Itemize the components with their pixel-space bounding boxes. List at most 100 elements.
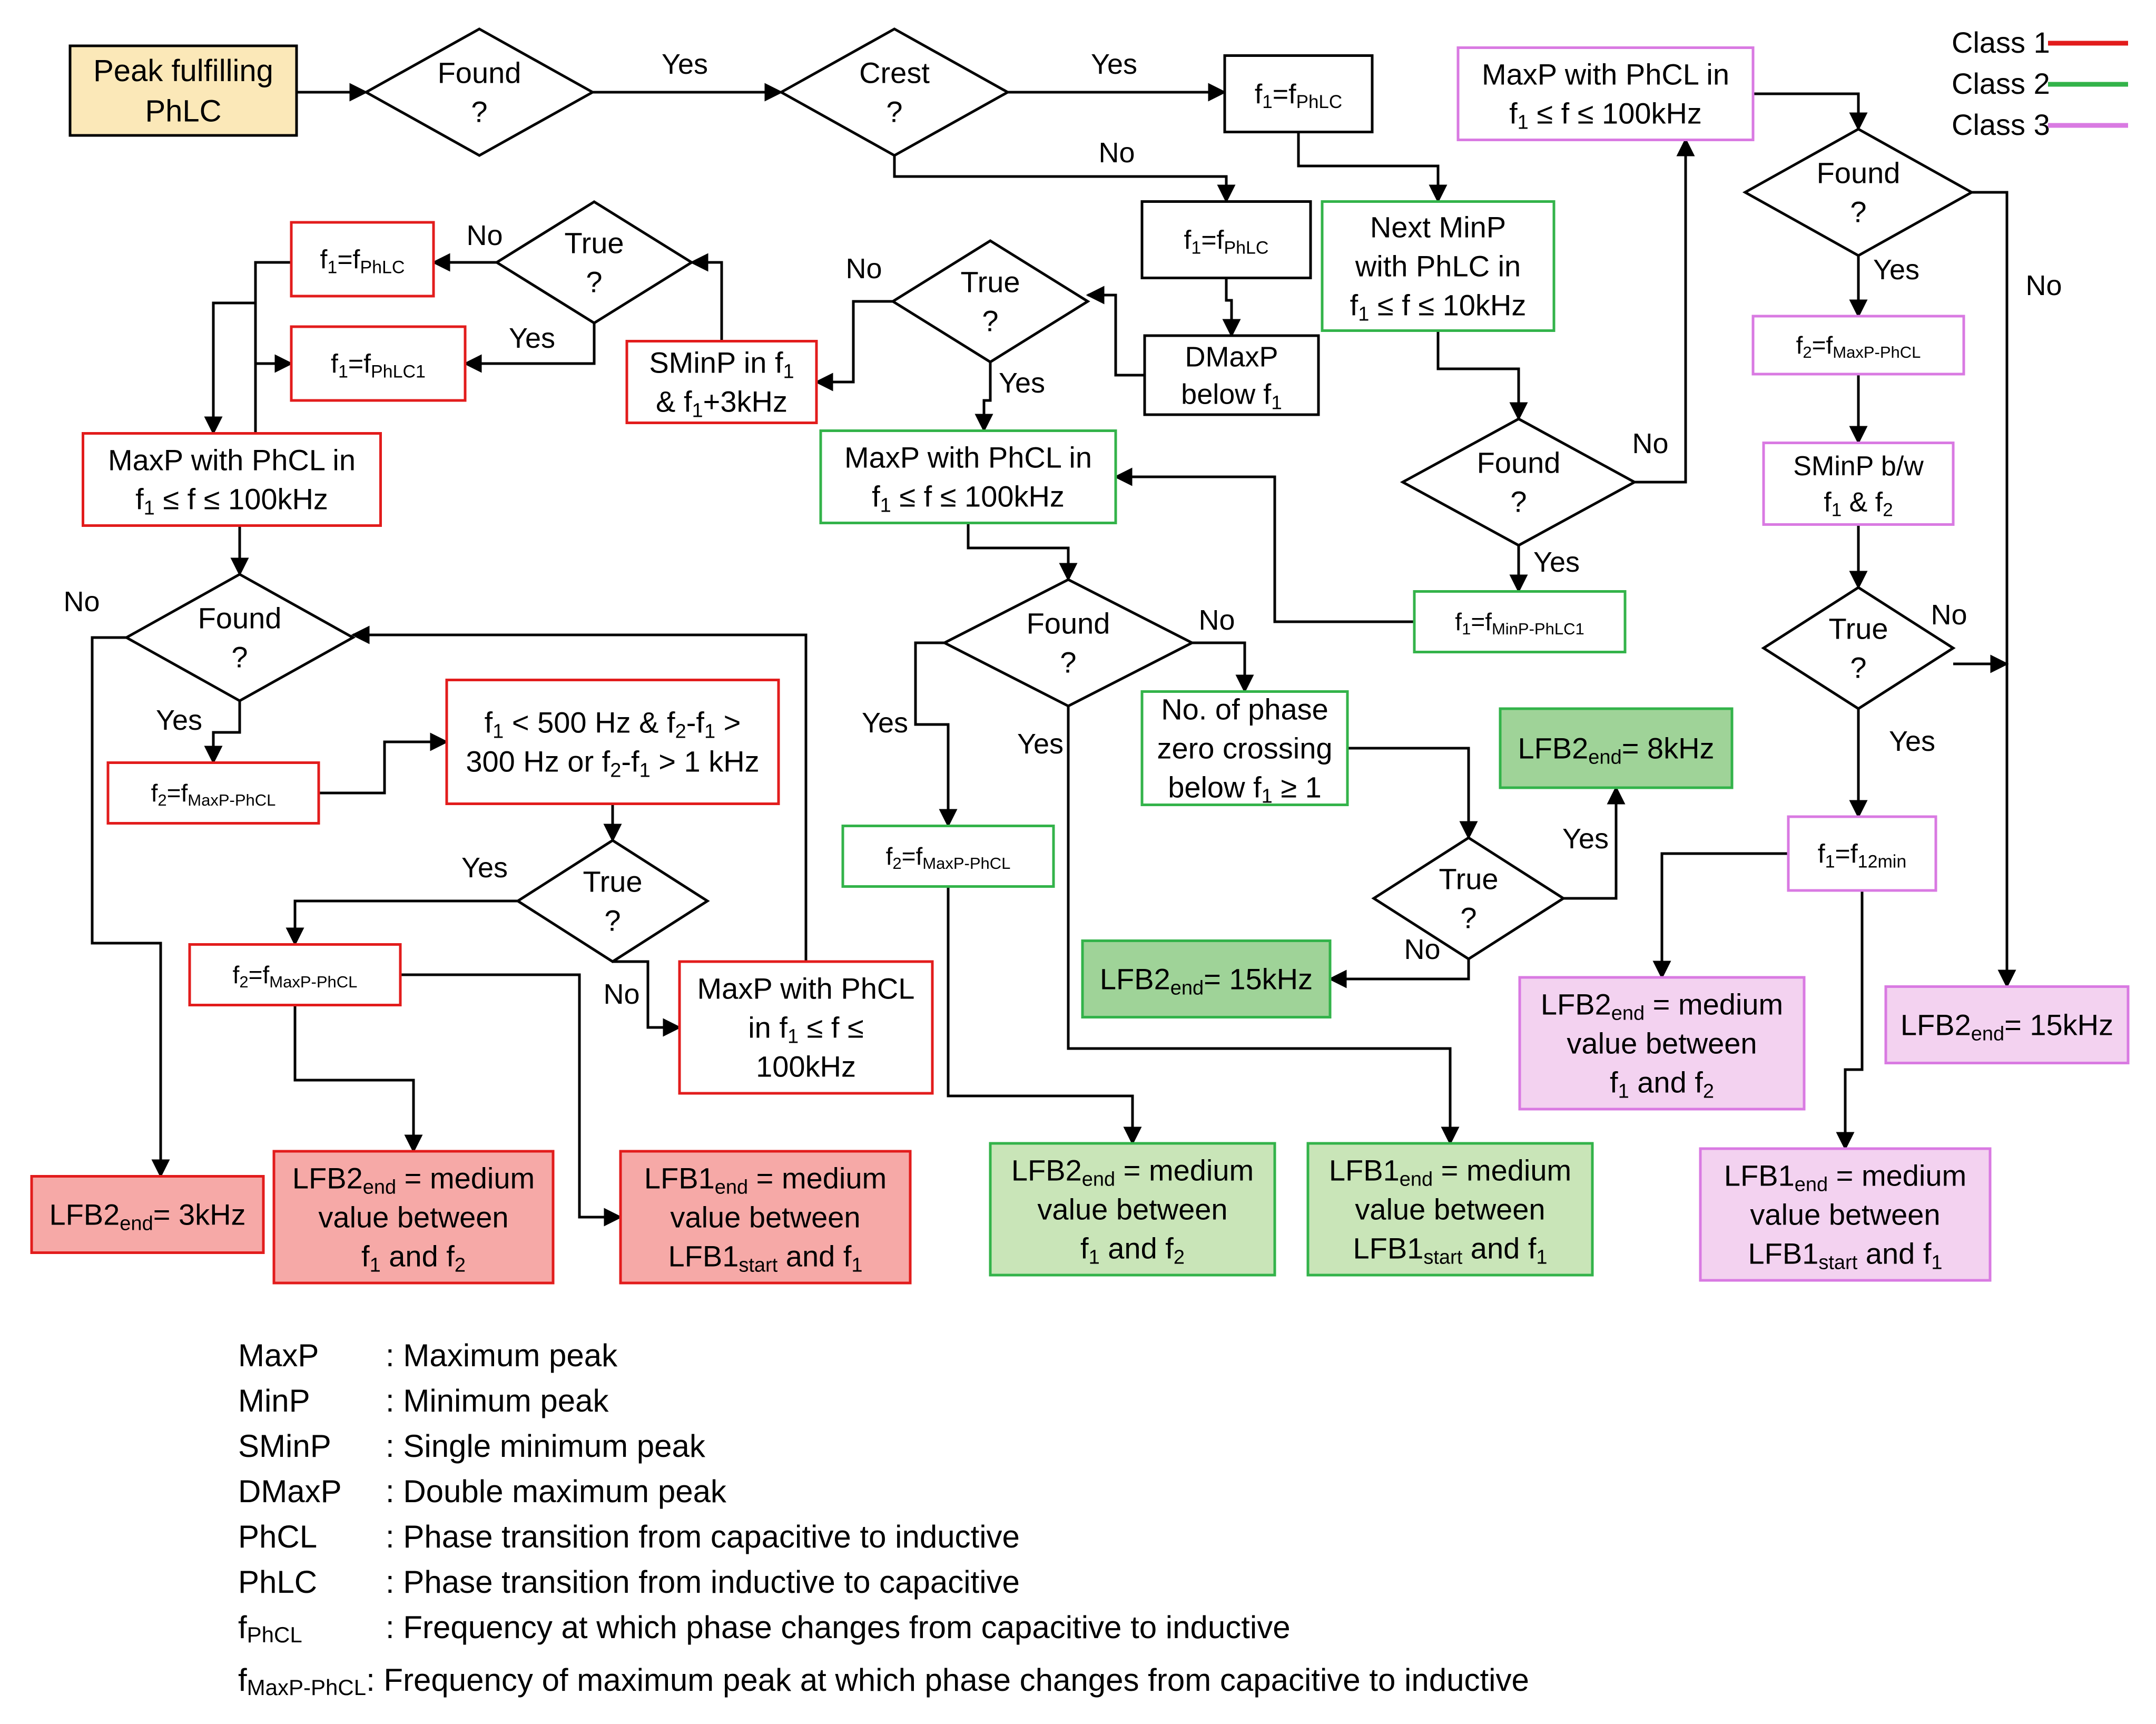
f2-r2-text: f2=fMaxP-PhCL — [233, 961, 358, 991]
true-g-diamond — [1371, 836, 1566, 961]
lfb2-15k-p-text: LFB2end= 15kHz — [1901, 1008, 2113, 1045]
connector-arrow — [1652, 852, 1788, 979]
connector-arrow — [400, 973, 623, 1227]
node-found-g: Found? — [941, 578, 1195, 708]
connector-arrow — [1114, 467, 1414, 623]
found-r-text: Found — [198, 602, 282, 635]
glossary-definition: : Frequency at which phase changes from … — [386, 1610, 1291, 1645]
found-p-text: Found — [1817, 156, 1901, 190]
connector-arrow — [319, 732, 449, 795]
f2-g-box — [841, 825, 1055, 888]
node-found-p: Found? — [1742, 128, 1975, 257]
lfb1-med-r-text: LFB1end = medium — [644, 1162, 887, 1199]
start-box — [68, 44, 298, 137]
maxp-r-text: f1 ≤ f ≤ 100kHz — [135, 483, 328, 520]
glossary-row: MinP: Minimum peak — [238, 1378, 1529, 1424]
connector-arrow — [463, 323, 596, 373]
f2-g-text: f2=fMaxP-PhCL — [886, 843, 1011, 873]
edge-label-yes: Yes — [509, 322, 555, 354]
edge-label-yes: Yes — [1562, 823, 1609, 855]
f2-r1-box — [106, 761, 320, 825]
node-f1-12min: f1=f12min — [1787, 815, 1937, 892]
crest-diamond — [778, 27, 1011, 157]
found-minp-diamond — [1400, 417, 1638, 547]
node-f2-p: f2=fMaxP-PhCL — [1751, 315, 1965, 376]
edge-label-no: No — [845, 253, 882, 285]
phase-zero-text: zero crossing — [1157, 732, 1332, 765]
lfb2-med-r-text: f1 and f2 — [361, 1240, 466, 1277]
glossary-term: fMaxP-PhCL — [238, 1662, 367, 1700]
f2-r1-text: f2=fMaxP-PhCL — [151, 779, 276, 809]
connector-arrow — [1347, 747, 1478, 840]
cond-r-box — [445, 679, 780, 805]
lfb1-med-r-box — [619, 1150, 912, 1285]
lfb2-15k-g-box — [1081, 939, 1332, 1018]
sminp-p-text: SMinP b/w — [1793, 451, 1924, 482]
lfb2-med-g-text: LFB2end = medium — [1011, 1154, 1254, 1191]
node-found-start: Found? — [363, 27, 596, 157]
node-f2-g: f2=fMaxP-PhCL — [841, 825, 1055, 888]
found-minp-text: ? — [1510, 485, 1527, 518]
edge-label-yes: Yes — [662, 48, 708, 80]
glossary-definition: : Frequency of maximum peak at which pha… — [366, 1662, 1529, 1698]
glossary-term: PhCL — [238, 1519, 318, 1554]
maxp-r2-text: MaxP with PhCL — [697, 972, 915, 1005]
found-p-text: ? — [1850, 195, 1866, 229]
connector-arrow — [814, 300, 893, 391]
node-true-r: True? — [494, 200, 694, 325]
lfb2-3k-box — [30, 1175, 265, 1254]
true-r-text: ? — [586, 266, 602, 299]
glossary-row: fMaxP-PhCL: Frequency of maximum peak at… — [238, 1658, 1529, 1710]
true-p-text: ? — [1850, 651, 1866, 684]
node-true-p: True? — [1761, 586, 1956, 710]
true-r2-diamond — [515, 839, 710, 963]
connector-arrow — [967, 523, 1078, 582]
f2-p-box — [1751, 315, 1965, 376]
maxp-r-box — [82, 432, 382, 527]
connector-arrow — [1436, 331, 1528, 421]
maxp-r2-box — [678, 960, 934, 1095]
glossary-term: MaxP — [238, 1338, 319, 1373]
found-start-diamond — [363, 27, 596, 157]
true-mid-text: ? — [982, 305, 998, 338]
dmaxp-text: DMaxP — [1185, 341, 1278, 373]
glossary-definition: : Phase transition from capacitive to in… — [386, 1519, 1020, 1554]
lfb2-8k-text: LFB2end= 8kHz — [1518, 732, 1714, 769]
connector-arrow — [1067, 706, 1460, 1145]
sminp-p-box — [1762, 442, 1955, 526]
lfb2-med-p-text: value between — [1567, 1027, 1757, 1060]
lfb1-med-g-text: LFB1start and f1 — [1353, 1232, 1547, 1269]
abbreviation-glossary: MaxP: Maximum peak MinP: Minimum peak SM… — [238, 1333, 1529, 1710]
node-f1-phlc-r: f1=fPhLC — [290, 221, 435, 298]
lfb2-med-r-text: value between — [318, 1201, 508, 1234]
glossary-term: SMinP — [238, 1428, 331, 1464]
next-minp-text: Next MinP — [1370, 211, 1506, 244]
cond-r-text: 300 Hz or f2-f1 > 1 kHz — [466, 745, 759, 782]
next-minp-text: with PhLC in — [1355, 250, 1521, 283]
lfb2-med-r-text: LFB2end = medium — [292, 1162, 535, 1199]
true-r2-text: True — [583, 865, 642, 898]
legend-class1-label: Class 1 — [1952, 26, 2050, 59]
f2-r2-box — [188, 943, 402, 1006]
edge-label-no: No — [466, 220, 503, 251]
maxp-p-box — [1456, 46, 1755, 141]
maxp-p-text: f1 ≤ f ≤ 100kHz — [1509, 97, 1702, 134]
edge-label-no: No — [2025, 270, 2062, 301]
f1-12min-text: f1=f12min — [1818, 839, 1907, 872]
phase-zero-text: below f1 ≥ 1 — [1168, 771, 1322, 808]
f2-p-text: f2=fMaxP-PhCL — [1796, 331, 1921, 361]
glossary-row: SMinP: Single minimum peak — [238, 1424, 1529, 1469]
found-start-text: ? — [471, 95, 487, 129]
glossary-definition: : Double maximum peak — [386, 1474, 726, 1509]
lfb2-med-p-text: LFB2end = medium — [1541, 988, 1783, 1025]
found-r-diamond — [123, 573, 356, 702]
lfb2-med-g-text: f1 and f2 — [1080, 1232, 1185, 1269]
node-found-r: Found? — [123, 573, 356, 702]
